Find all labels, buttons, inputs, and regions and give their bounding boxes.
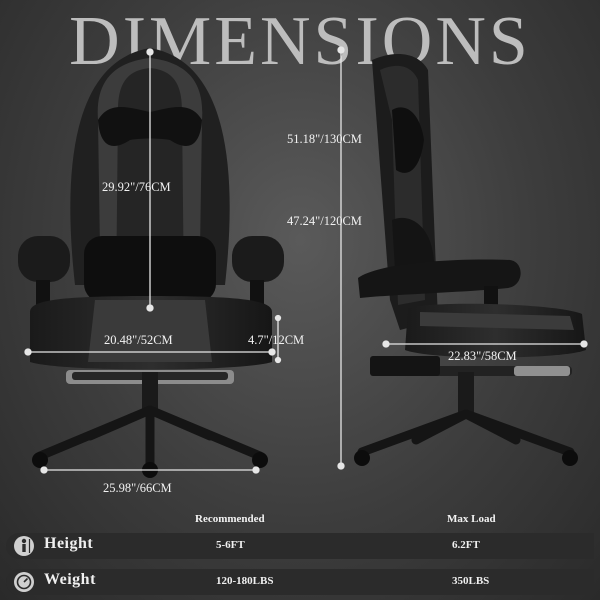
- height-max-value: 6.2FT: [452, 539, 480, 551]
- front-chair-image: [18, 48, 284, 478]
- height-recommended-value: 5-6FT: [216, 539, 245, 551]
- base-width-label: 25.98"/66CM: [103, 481, 172, 495]
- height-label: Height: [44, 535, 94, 552]
- seat-depth-label: 22.83"/58CM: [448, 349, 517, 363]
- max-load-header: Max Load: [447, 513, 496, 525]
- back-height-label: 29.92"/76CM: [102, 180, 171, 194]
- total-height-min-label: 47.24"/120CM: [287, 214, 362, 228]
- height-spec-row: Height 5-6FT 6.2FT: [6, 533, 594, 559]
- weight-spec-row: Weight 120-180LBS 350LBS: [6, 569, 594, 595]
- scale-gauge-icon: [14, 572, 34, 592]
- side-chair-image: [354, 54, 586, 466]
- person-height-icon: [14, 536, 34, 556]
- seat-width-label: 20.48"/52CM: [104, 333, 173, 347]
- weight-max-value: 350LBS: [452, 575, 490, 587]
- weight-recommended-value: 120-180LBS: [216, 575, 274, 587]
- seat-thickness-label: 4.7"/12CM: [248, 333, 305, 347]
- weight-label: Weight: [44, 571, 96, 588]
- total-height-max-label: 51.18"/130CM: [287, 132, 362, 146]
- recommended-header: Recommended: [195, 513, 265, 525]
- dimension-lines: [24, 46, 588, 474]
